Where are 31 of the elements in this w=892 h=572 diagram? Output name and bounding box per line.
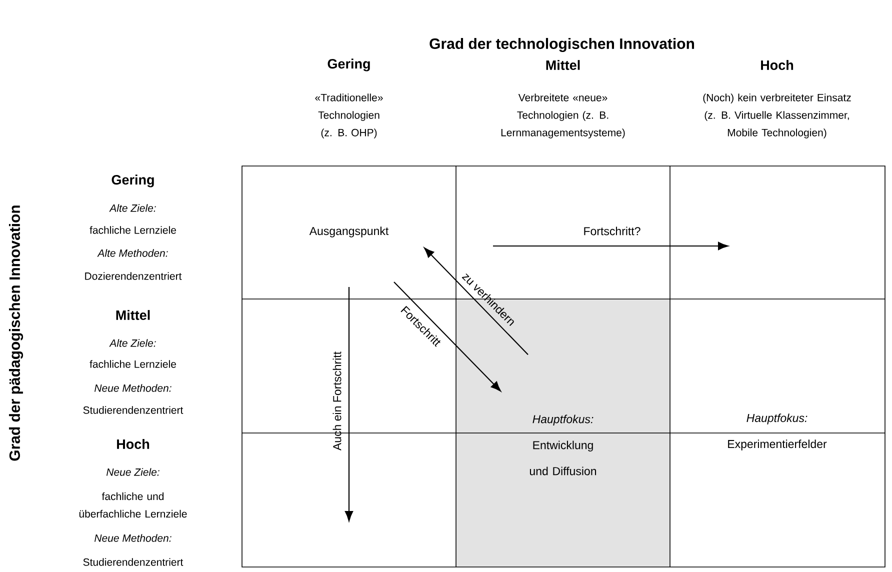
row-description: Neue Methoden:: [94, 384, 172, 392]
cell-text: Experimentierfelder: [728, 440, 827, 450]
axis-title: Grad der technologischen Innovation: [430, 38, 694, 52]
arrow: [394, 282, 501, 392]
row-description: fachliche und überfachliche Lernziele: [79, 492, 187, 518]
row-description: Studierendenzentriert: [83, 406, 184, 414]
column-description: Verbreitete «neue» Technologien (z. B. Lernmanagementsysteme): [501, 94, 625, 138]
cell-text: Hauptfokus:: [746, 414, 808, 424]
row-description: fachliche Lernziele: [90, 226, 176, 234]
row-description: Studierendenzentriert: [83, 558, 184, 566]
column-heading: Hoch: [761, 60, 794, 70]
axis-title: Grad der pädagogischen Innovation: [8, 206, 24, 461]
column-description: «Traditionelle» Technologien (z. B. OHP): [315, 94, 383, 138]
row-description: Alte Ziele:: [109, 204, 156, 212]
arrow-label: Auch ein Fortschritt: [332, 352, 342, 450]
arrow: [424, 248, 528, 355]
row-description: Dozierendenzentriert: [85, 272, 182, 280]
row-heading: Gering: [112, 174, 154, 188]
row-heading: Hoch: [117, 439, 150, 449]
column-description: (Noch) kein verbreiteter Einsatz (z. B. Virtuelle Klassenzimmer, Mobile Technologien): [703, 94, 851, 138]
column-heading: Mittel: [546, 60, 580, 70]
row-description: fachliche Lernziele: [90, 360, 176, 368]
row-description: Alte Methoden:: [97, 249, 168, 257]
column-heading: Gering: [328, 58, 370, 72]
start-label: Ausgangspunkt: [309, 226, 389, 238]
row-description: Neue Ziele:: [106, 468, 160, 476]
focus-label: Hauptfokus: Entwicklung und Diffusion: [530, 414, 596, 476]
row-description: Neue Methoden:: [94, 534, 172, 542]
arrow-label: Fortschritt?: [584, 226, 640, 236]
row-description: Alte Ziele:: [109, 339, 156, 347]
row-heading: Mittel: [116, 310, 150, 320]
